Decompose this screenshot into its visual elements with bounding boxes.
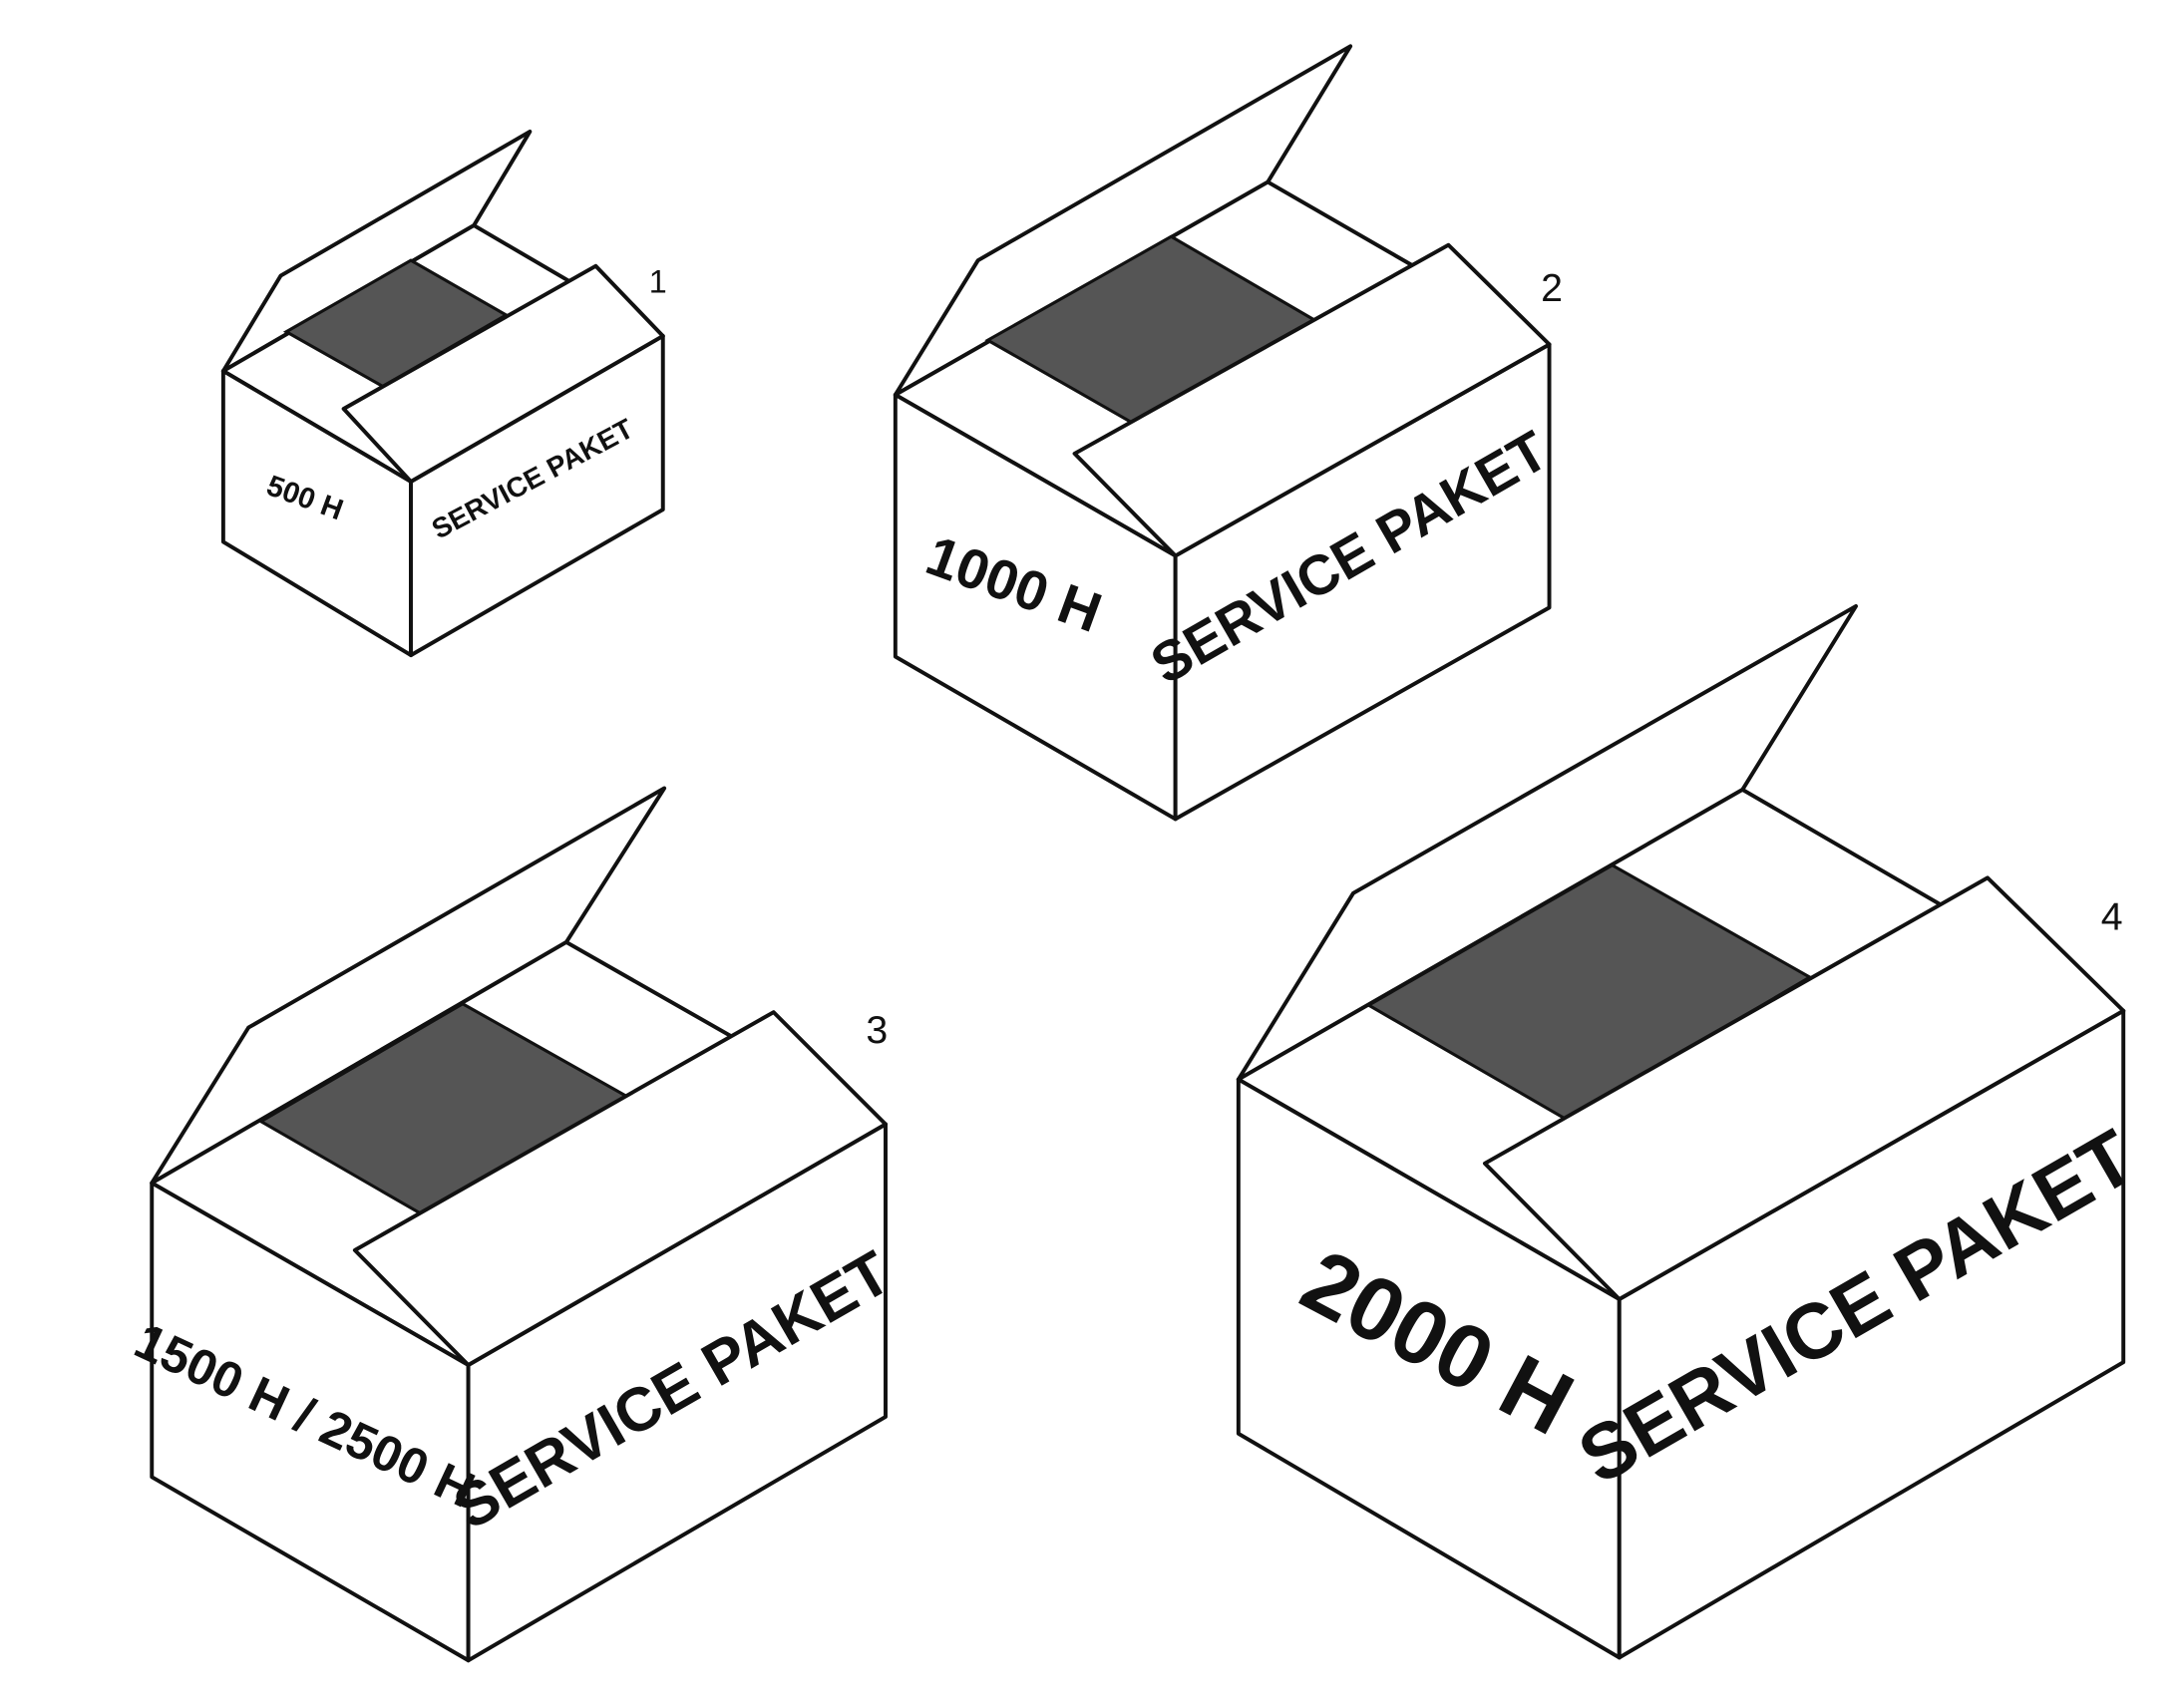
box-1-number: 1	[649, 263, 667, 299]
box-3-front-flap	[352, 1010, 888, 1367]
box-2: 1000 H SERVICE PAKET 2	[893, 44, 1563, 822]
box-3: 1500 H / 2500 H SERVICE PAKET 3	[127, 786, 903, 1663]
box-4-number: 4	[2101, 894, 2123, 938]
box-1-front-flap	[341, 263, 665, 484]
box-3-number: 3	[866, 1008, 888, 1052]
box-2-number: 2	[1541, 266, 1563, 310]
box-1: 500 H SERVICE PAKET 1	[220, 130, 667, 658]
box-4-front-flap	[1482, 875, 2126, 1301]
box-2-front-flap	[1072, 242, 1552, 558]
box-4: 2000 H SERVICE PAKET 4	[1236, 604, 2149, 1660]
